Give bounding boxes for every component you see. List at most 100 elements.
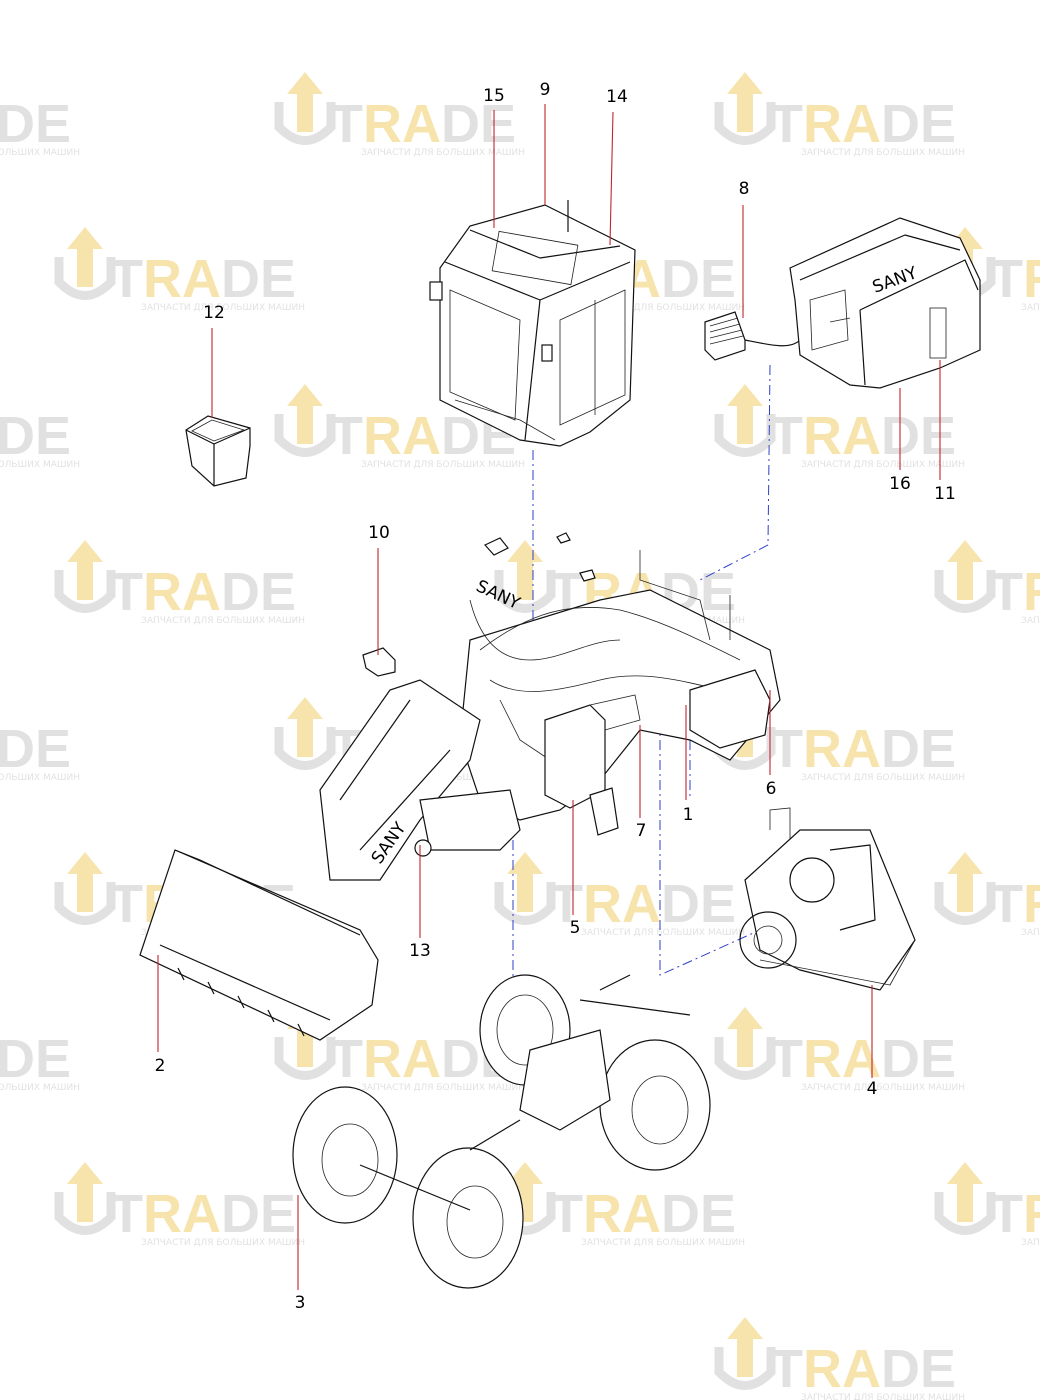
watermark-u-icon <box>934 882 996 925</box>
watermark-tagline: ЗАПЧАСТИ ДЛЯ БОЛЬШИХ МАШИН <box>0 1083 80 1093</box>
watermark-u-icon <box>274 1037 336 1080</box>
callout-11: 11 <box>934 484 956 504</box>
watermark-brand-text: TRADE <box>990 1184 1040 1244</box>
callout-5: 5 <box>570 918 581 938</box>
callout-15: 15 <box>483 86 505 106</box>
watermark-tagline: ЗАПЧАСТИ ДЛЯ БОЛЬШИХ МАШИН <box>801 148 965 158</box>
watermark-tagline: ЗАПЧАСТИ ДЛЯ БОЛЬШИХ МАШИН <box>581 928 745 938</box>
watermark-brand-text: TRADE <box>110 249 296 309</box>
part-drivetrain <box>292 974 711 1289</box>
part-cab <box>429 200 636 447</box>
watermark-brand-text: TRADE <box>770 406 956 466</box>
watermark-arrow-icon <box>287 697 323 757</box>
watermark-arrow-icon <box>507 540 543 600</box>
watermark-u-icon <box>714 1347 776 1390</box>
watermark-u-icon <box>274 414 336 457</box>
loose-plates <box>484 532 596 582</box>
callout-3: 3 <box>295 1293 306 1313</box>
watermark-tagline: ЗАПЧАСТИ ДЛЯ БОЛЬШИХ МАШИН <box>141 616 305 626</box>
watermark-arrow-icon <box>67 852 103 912</box>
part-bucket <box>139 849 379 1041</box>
callout-4: 4 <box>867 1079 878 1099</box>
callout-16: 16 <box>889 474 911 494</box>
watermark-brand-text: TRADE <box>770 1339 956 1399</box>
callout-2: 2 <box>155 1056 166 1076</box>
watermark-tagline: ЗАПЧАСТИ ДЛЯ БОЛЬШИХ МАШИН <box>0 148 80 158</box>
watermark-brand-text: TRADE <box>330 1029 516 1089</box>
watermark-tagline: ЗАПЧАСТИ ДЛЯ БОЛЬШИХ МАШИН <box>801 773 965 783</box>
part-12-box <box>185 415 251 487</box>
watermark-tagline: ЗАПЧАСТИ ДЛЯ БОЛЬШИХ МАШИН <box>141 303 305 313</box>
callout-14: 14 <box>606 87 628 107</box>
watermark-arrow-icon <box>947 1162 983 1222</box>
watermark-u-icon <box>274 727 336 770</box>
watermark-brand-text: TRADE <box>990 874 1040 934</box>
watermark-tagline: ЗАПЧАСТИ ДЛЯ БОЛЬШИХ МАШИН <box>0 460 80 470</box>
watermark-brand-text: TRADE <box>770 94 956 154</box>
watermark-brand-text: TRADE <box>770 719 956 779</box>
watermark-tagline: ЗАПЧАСТИ ДЛЯ БОЛЬШИХ МАШИН <box>801 1083 965 1093</box>
callout-9: 9 <box>540 80 551 100</box>
watermark-arrow-icon <box>67 1162 103 1222</box>
watermark-u-icon <box>54 1192 116 1235</box>
watermark-brand-text: TRADE <box>0 406 71 466</box>
watermark-u-icon <box>494 882 556 925</box>
watermark-brand-text: TRADE <box>330 94 516 154</box>
part-hood: SANY <box>789 217 981 389</box>
callout-1: 1 <box>683 805 694 825</box>
watermark-arrow-icon <box>287 384 323 444</box>
watermark-tagline: ЗАПЧАСТИ ДЛЯ БОЛЬШИХ МАШИН <box>361 460 525 470</box>
watermark-tagline: ЗАПЧАСТИ ДЛЯ БОЛЬШИХ МАШИН <box>0 773 80 783</box>
watermark-u-icon <box>714 414 776 457</box>
watermark-brand-text: TRADE <box>990 562 1040 622</box>
watermark-tagline: ЗАПЧАСТИ ДЛЯ БОЛЬШИХ МАШИН <box>1021 1238 1040 1248</box>
watermark-arrow-icon <box>947 852 983 912</box>
watermark-brand-text: TRADE <box>990 249 1040 309</box>
watermark-tagline: ЗАПЧАСТИ ДЛЯ БОЛЬШИХ МАШИН <box>581 303 745 313</box>
watermark-arrow-icon <box>507 852 543 912</box>
watermark-u-icon <box>54 257 116 300</box>
watermark-tagline: ЗАПЧАСТИ ДЛЯ БОЛЬШИХ МАШИН <box>581 1238 745 1248</box>
watermark-tagline: ЗАПЧАСТИ ДЛЯ БОЛЬШИХ МАШИН <box>141 1238 305 1248</box>
watermark-tagline: ЗАПЧАСТИ ДЛЯ БОЛЬШИХ МАШИН <box>1021 303 1040 313</box>
watermark-arrow-icon <box>67 227 103 287</box>
watermark-brand-text: TRADE <box>770 1029 956 1089</box>
callout-8: 8 <box>739 179 750 199</box>
watermark-brand-text: TRADE <box>550 874 736 934</box>
part-engine <box>739 807 916 991</box>
watermark-u-icon <box>934 1192 996 1235</box>
watermark-arrow-icon <box>727 72 763 132</box>
watermark-u-icon <box>494 570 556 613</box>
leader-lines <box>157 104 941 1290</box>
part-loader-arm: SANY <box>319 679 521 881</box>
watermark-u-icon <box>274 102 336 145</box>
watermark-arrow-icon <box>287 72 323 132</box>
watermark-u-icon <box>54 882 116 925</box>
watermark-arrow-icon <box>727 1317 763 1377</box>
part-8-heater <box>704 311 801 361</box>
callout-numbers: 15 9 14 8 12 16 11 10 1 6 7 5 13 2 4 3 <box>155 80 956 1313</box>
watermark-u-icon <box>714 102 776 145</box>
watermark-brand-text: TRADE <box>0 719 71 779</box>
watermark-arrow-icon <box>507 1162 543 1222</box>
watermark-arrow-icon <box>727 1007 763 1067</box>
watermark-tagline: ЗАПЧАСТИ ДЛЯ БОЛЬШИХ МАШИН <box>801 1393 965 1400</box>
callout-7: 7 <box>636 821 647 841</box>
callout-13: 13 <box>409 941 431 961</box>
watermark-arrow-icon <box>727 384 763 444</box>
